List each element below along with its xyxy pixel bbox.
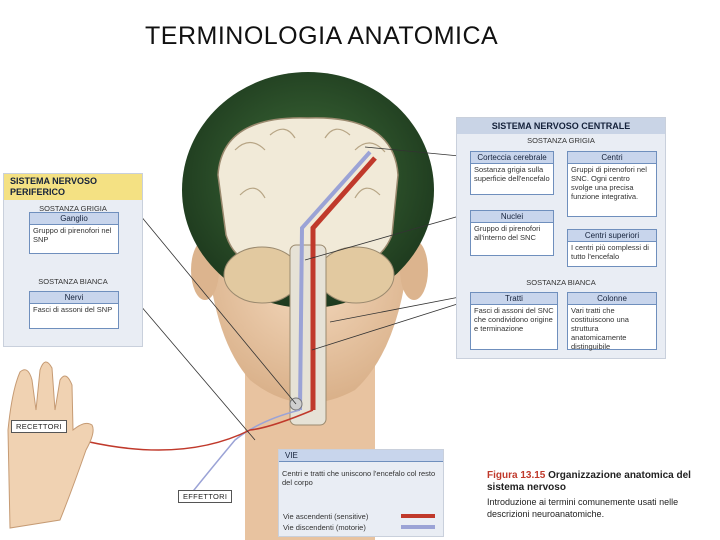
centri-desc: Gruppi di pirenofori nel SNC. Ogni centr… — [568, 164, 656, 202]
pns-header: SISTEMA NERVOSO PERIFERICO — [4, 174, 142, 200]
cerebellum-left — [224, 247, 300, 303]
effettori-tag: EFFETTORI — [178, 490, 232, 503]
nuclei-label: Nuclei — [471, 211, 553, 223]
ganglio-desc: Gruppo di pirenofori nel SNP — [30, 225, 118, 245]
nervi-desc: Fasci di assoni del SNP — [30, 304, 118, 315]
vie-desc: Centri e tratti che uniscono l'encefalo … — [279, 468, 443, 488]
nervi-box: Nervi Fasci di assoni del SNP — [29, 291, 119, 329]
brain-section — [218, 118, 398, 262]
centri-label: Centri — [568, 152, 656, 164]
vie-panel: VIE Centri e tratti che uniscono l'encef… — [278, 449, 444, 537]
vie-header: VIE — [279, 450, 443, 462]
cns-grey-label: SOSTANZA GRIGIA — [457, 136, 665, 145]
colonne-box: Colonne Vari tratti che costituiscono un… — [567, 292, 657, 350]
centri-superiori-box: Centri superiori I centri più complessi … — [567, 229, 657, 267]
figure-number: Figura 13.15 — [487, 470, 545, 481]
centri-box: Centri Gruppi di pirenofori nel SNC. Ogn… — [567, 151, 657, 217]
figure-caption: Figura 13.15 Organizzazione anatomica de… — [487, 470, 717, 520]
corteccia-box: Corteccia cerebrale Sostanza grigia sull… — [470, 151, 554, 195]
cns-white-label: SOSTANZA BIANCA — [457, 278, 665, 287]
cns-panel: SISTEMA NERVOSO CENTRALE SOSTANZA GRIGIA… — [456, 117, 666, 359]
tratti-box: Tratti Fasci di assoni del SNC che condi… — [470, 292, 558, 350]
centri-superiori-label: Centri superiori — [568, 230, 656, 242]
colonne-desc: Vari tratti che costituiscono una strutt… — [568, 305, 656, 352]
figure-desc: Introduzione ai termini comunemente usat… — [487, 496, 717, 520]
cns-header: SISTEMA NERVOSO CENTRALE — [457, 118, 665, 134]
legend-ascending-label: Vie ascendenti (sensitive) — [283, 512, 368, 521]
tratti-label: Tratti — [471, 293, 557, 305]
legend-ascending: Vie ascendenti (sensitive) — [283, 512, 439, 522]
pns-panel: SISTEMA NERVOSO PERIFERICO SOSTANZA GRIG… — [3, 173, 143, 347]
nervi-label: Nervi — [30, 292, 118, 304]
corteccia-desc: Sostanza grigia sulla superficie dell'en… — [471, 164, 553, 184]
legend-ascending-swatch — [401, 514, 435, 518]
ganglio-label: Ganglio — [30, 213, 118, 225]
tratti-desc: Fasci di assoni del SNC che condividono … — [471, 305, 557, 334]
nuclei-desc: Gruppo di pirenofori all'interno del SNC — [471, 223, 553, 243]
recettori-tag: RECETTORI — [11, 420, 67, 433]
cerebellum-right — [318, 247, 394, 303]
legend-descending-label: Vie discendenti (motorie) — [283, 523, 366, 532]
legend-descending: Vie discendenti (motorie) — [283, 523, 439, 533]
colonne-label: Colonne — [568, 293, 656, 305]
ganglio-box: Ganglio Gruppo di pirenofori nel SNP — [29, 212, 119, 254]
nuclei-box: Nuclei Gruppo di pirenofori all'interno … — [470, 210, 554, 256]
hand — [8, 362, 93, 528]
pns-white-label: SOSTANZA BIANCA — [4, 277, 142, 286]
centri-superiori-desc: I centri più complessi di tutto l'encefa… — [568, 242, 656, 262]
legend-descending-swatch — [401, 525, 435, 529]
corteccia-label: Corteccia cerebrale — [471, 152, 553, 164]
